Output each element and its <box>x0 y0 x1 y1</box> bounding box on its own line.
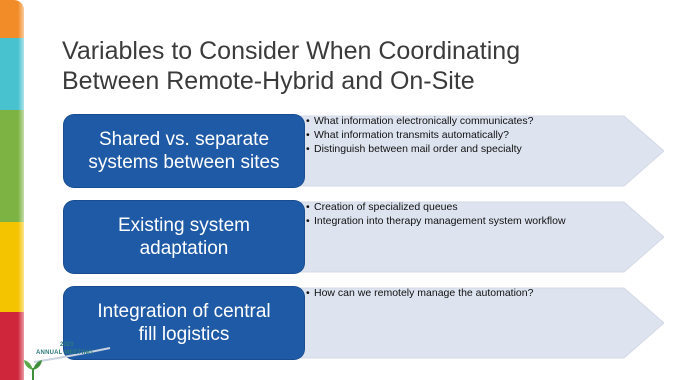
topic-line-1: Existing system <box>118 215 250 236</box>
topic-text: Integration of central fill logistics <box>89 300 278 346</box>
topic-box: Shared vs. separate systems between site… <box>64 115 304 187</box>
topic-line-2: fill logistics <box>138 324 230 345</box>
title-line-1: Variables to Consider When Coordinating <box>62 37 521 65</box>
bullet-list: Creation of specialized queues Integrati… <box>306 201 606 229</box>
topic-text: Shared vs. separate systems between site… <box>80 128 287 174</box>
topic-line-2: adaptation <box>139 238 229 259</box>
bullet-item: What information transmits automatically… <box>306 129 606 142</box>
row-system-adaptation: Existing system adaptation Creation of s… <box>64 196 664 278</box>
stripe-highlight <box>18 0 24 380</box>
topic-line-1: Integration of central <box>97 301 271 322</box>
logo-label: ANNUAL MEETING <box>36 350 94 356</box>
bullet-list: How can we remotely manage the automatio… <box>306 287 606 301</box>
topic-text: Existing system adaptation <box>110 214 258 260</box>
topic-line-2: systems between sites <box>88 152 280 173</box>
annual-meeting-logo: 2023 ANNUAL MEETING <box>32 342 122 372</box>
slide-title: Variables to Consider When Coordinating … <box>62 36 662 96</box>
row-shared-systems: Shared vs. separate systems between site… <box>64 110 664 192</box>
logo-year: 2023 <box>60 342 74 348</box>
bullet-item: What information electronically communic… <box>306 115 606 128</box>
bullet-item: Distinguish between mail order and speci… <box>306 143 606 156</box>
bullet-item: Creation of specialized queues <box>306 201 606 214</box>
title-line-2: Between Remote-Hybrid and On-Site <box>62 67 475 95</box>
bullet-item: Integration into therapy management syst… <box>306 215 606 228</box>
left-color-stripe <box>0 0 24 380</box>
topic-box: Existing system adaptation <box>64 201 304 273</box>
bullet-item: How can we remotely manage the automatio… <box>306 287 606 300</box>
bullet-list: What information electronically communic… <box>306 115 606 157</box>
logo-swoosh-icon <box>33 347 111 363</box>
topic-box: Integration of central fill logistics <box>64 287 304 359</box>
row-central-fill: Integration of central fill logistics Ho… <box>64 282 664 364</box>
plant-icon <box>24 360 42 380</box>
topic-line-1: Shared vs. separate <box>98 129 270 150</box>
